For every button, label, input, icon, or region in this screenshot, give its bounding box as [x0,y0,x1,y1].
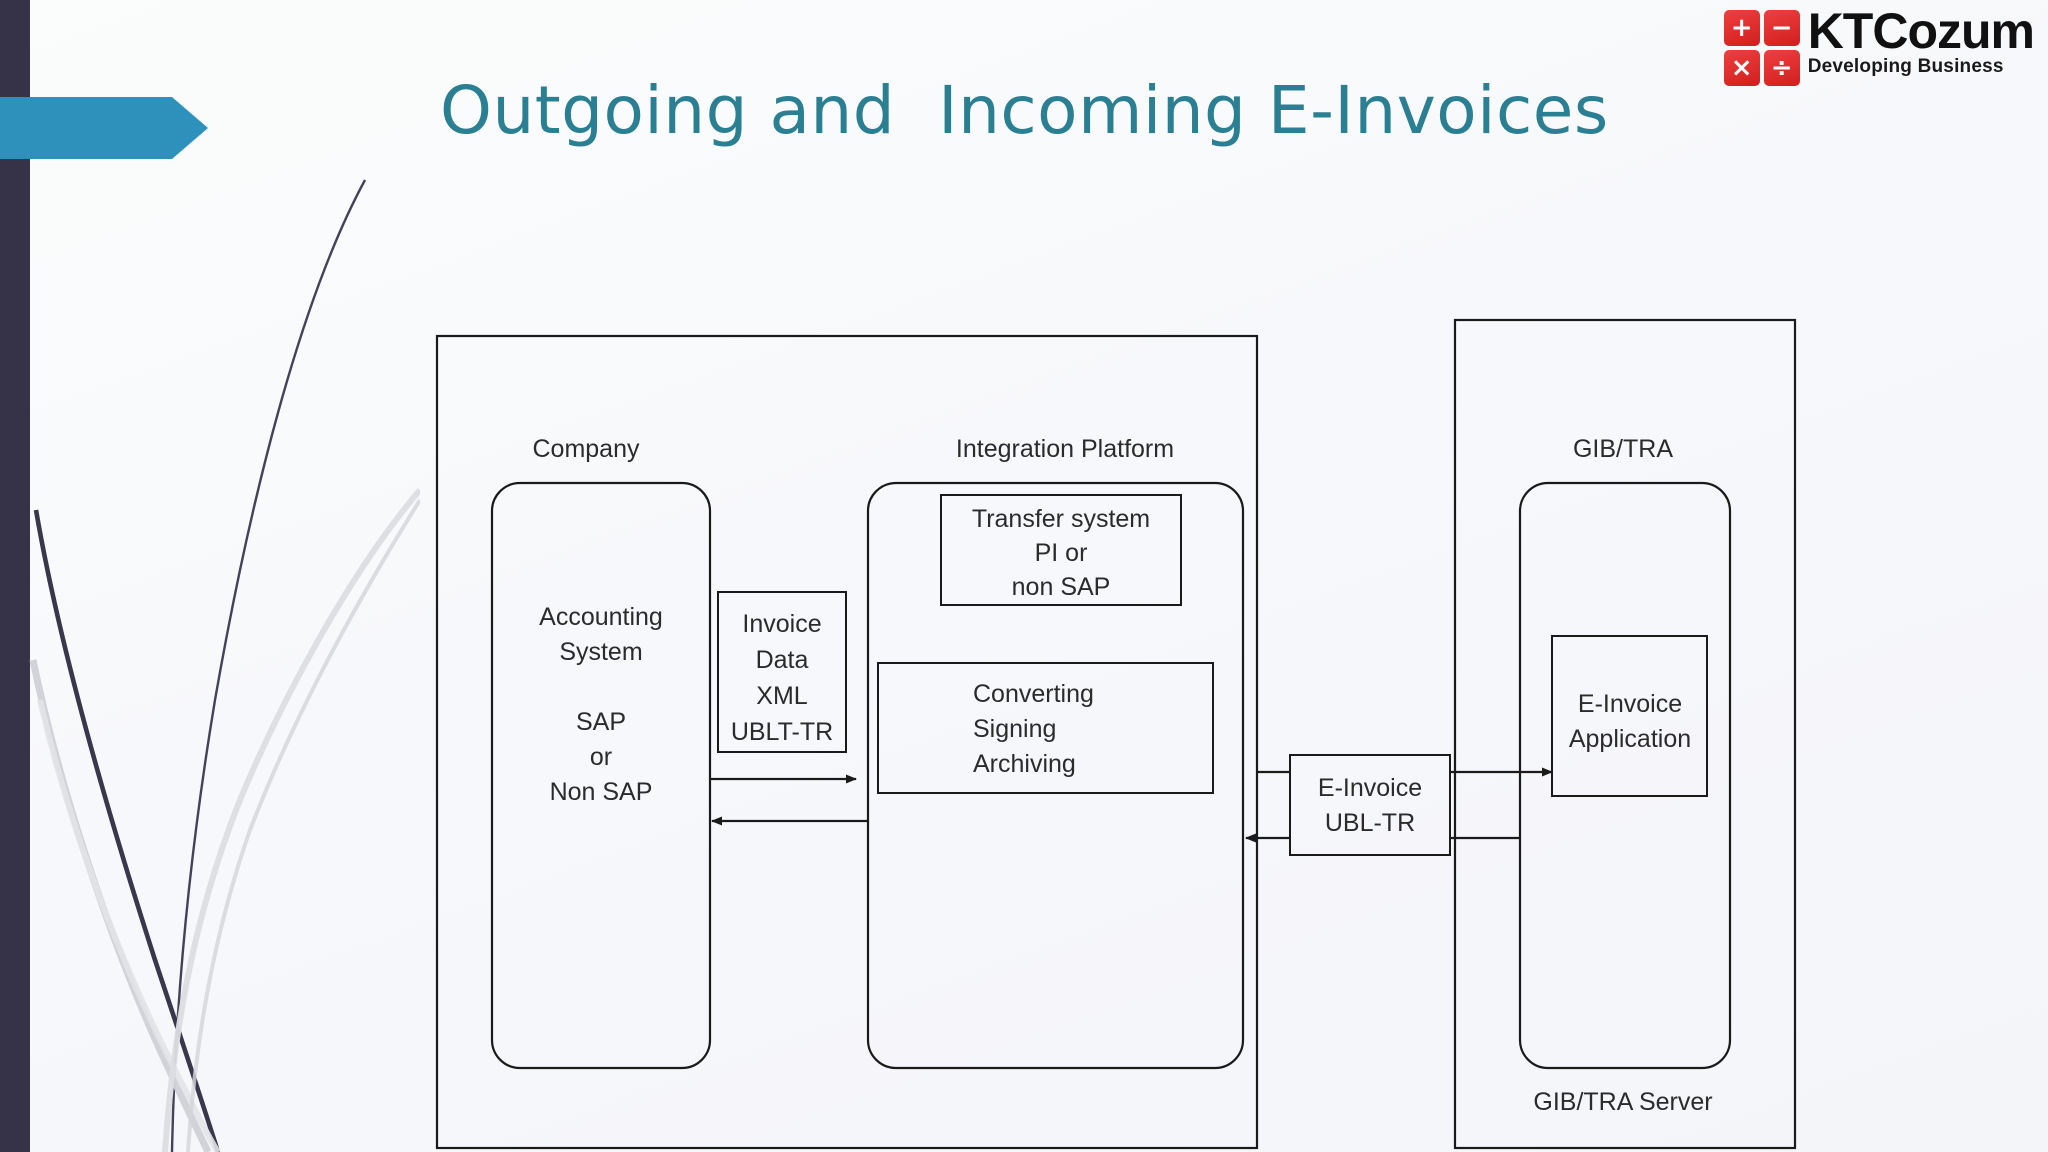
multiply-icon: × [1723,50,1760,86]
einvoice-application-line2: Application [1569,725,1691,753]
invoice-data-line3: XML [756,682,808,710]
logo-tagline: Developing Business [1807,56,2004,77]
invoice-data-line2: Data [756,646,809,674]
page-title: Outgoing and Incoming E-Invoices [440,72,1609,149]
brand-logo: + − × ÷ KTCozum Developing Business [1723,3,2035,86]
plus-icon: + [1723,10,1760,46]
invoice-data-line4: UBLT-TR [731,718,833,746]
accounting-system-line4: or [590,743,612,771]
decorative-swoosh-curves [29,179,420,1152]
left-accent-bar [0,0,30,1152]
logo-calculator-keys: + − × ÷ [1723,10,1800,86]
einvoice-application-line1: E-Invoice [1578,690,1682,718]
accounting-system-line1: Accounting [539,603,663,631]
integration-platform-label: Integration Platform [956,435,1174,463]
einvoice-application-box [1551,635,1708,797]
einvoice-ubltr-line1: E-Invoice [1318,774,1422,802]
right-container-box [1453,318,1797,1150]
transfer-system-line1: Transfer system [972,505,1150,533]
invoice-data-line1: Invoice [742,610,821,638]
converting-line2: Signing [973,715,1056,743]
gib-tra-label: GIB/TRA [1573,435,1673,463]
converting-signing-archiving-box [877,662,1214,794]
converting-line3: Archiving [973,750,1076,778]
company-label: Company [533,435,640,463]
accounting-system-line3: SAP [576,708,626,736]
logo-brand-name: KTCozum [1807,3,2035,59]
accounting-system-box [490,481,712,1070]
accounting-system-line5: Non SAP [550,778,653,806]
converting-line1: Converting [973,680,1094,708]
einvoice-ubltr-line2: UBL-TR [1325,809,1415,837]
integration-platform-box [866,481,1245,1070]
invoice-data-box [717,591,847,753]
accounting-system-line2: System [559,638,642,666]
title-arrow-banner [0,97,208,159]
transfer-system-box [940,494,1182,606]
logo-text-block: KTCozum Developing Business [1807,3,2035,78]
divide-icon: ÷ [1763,50,1800,86]
transfer-system-line2: PI or [1035,539,1088,567]
transfer-system-line3: non SAP [1012,573,1111,601]
minus-icon: − [1763,10,1800,46]
left-container-box [435,334,1259,1150]
gibtra-server-box [1518,481,1732,1070]
gibtra-server-label: GIB/TRA Server [1533,1088,1712,1116]
einvoice-ubltr-box [1289,754,1451,856]
